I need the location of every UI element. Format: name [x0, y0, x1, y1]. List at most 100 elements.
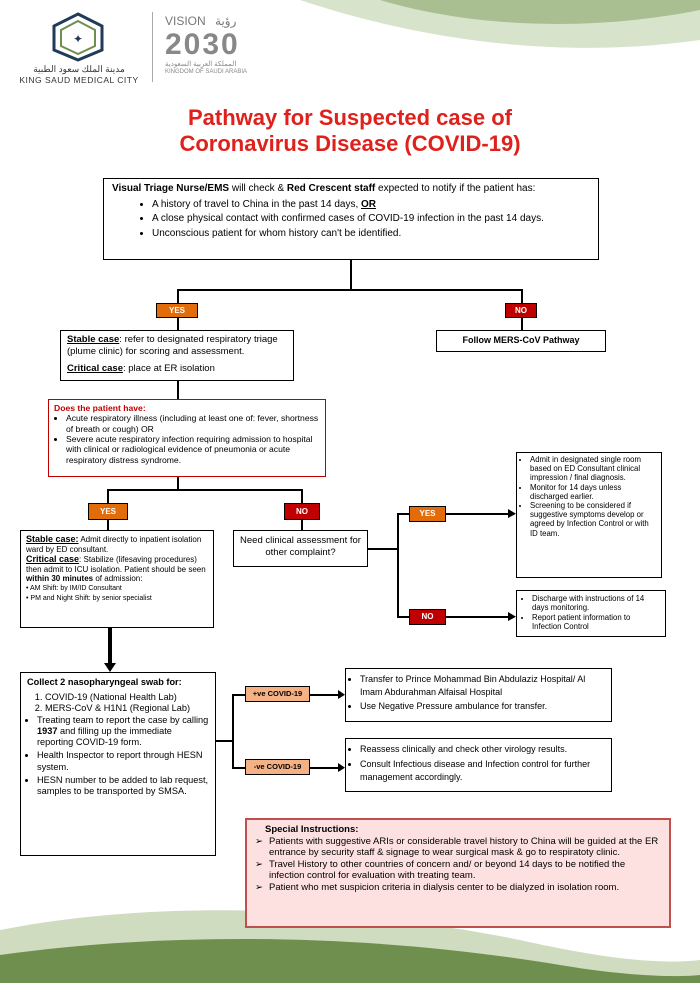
connector — [232, 767, 245, 769]
connector — [107, 489, 109, 503]
critical-text: : place at ER isolation — [122, 362, 215, 374]
connector — [350, 260, 352, 289]
connector — [177, 318, 179, 330]
vision-label: VISION — [165, 14, 206, 28]
admit-list: Admit in designated single room based on… — [520, 455, 658, 538]
question-list: Acute respiratory illness (including at … — [54, 413, 320, 465]
stable-text: : refer to designated respiratory triage… — [67, 334, 278, 357]
stable-case-box-2: Stable case: Admit directly to inpatient… — [20, 530, 214, 628]
no-tag-1: NO — [505, 303, 537, 318]
connector — [301, 520, 303, 530]
title-line1: Pathway for Suspected case of — [188, 105, 512, 130]
title-line2: Coronavirus Disease (COVID-19) — [179, 131, 521, 157]
negative-item: Consult Infectious disease and Infection… — [360, 758, 607, 784]
swab-ordered-list: COVID-19 (National Health Lab) MERS-CoV … — [27, 692, 209, 714]
arrow-bullet-icon: ➢ — [255, 835, 263, 847]
no-tag-2: NO — [284, 503, 320, 520]
arrow-bullet-icon: ➢ — [255, 858, 263, 870]
swab-heading: Collect 2 nasopharyngeal swab for: — [27, 677, 182, 687]
triage-intro-bold2: Red Crescent staff — [286, 183, 376, 194]
negative-list: Reassess clinically and check other viro… — [350, 743, 607, 784]
swab-b1-b: and filling up the immediate reporting C… — [37, 725, 172, 748]
negative-item: Reassess clinically and check other viro… — [360, 743, 607, 756]
discharge-box: Discharge with instructions of 14 days m… — [516, 590, 666, 637]
positive-covid-tag: +ve COVID-19 — [245, 686, 310, 702]
connector — [310, 767, 338, 769]
stable-label: Stable case: — [26, 534, 79, 544]
question-heading: Does the patient have: — [54, 403, 146, 413]
discharge-item: Report patient information to Infection … — [532, 613, 662, 632]
triage-item: Unconscious patient for whom history can… — [152, 228, 590, 241]
special-item: ➢ Travel History to other countries of co… — [255, 859, 661, 882]
connector — [232, 694, 245, 696]
positive-result-box: Transfer to Prince Mohammad Bin Abdulazi… — [345, 668, 612, 722]
swab-b1-number: 1937 — [37, 725, 58, 736]
connector — [177, 477, 179, 489]
vision-arabic: رؤية — [215, 14, 237, 28]
connector — [310, 694, 338, 696]
swab-bullets: Treating team to report the case by call… — [27, 715, 209, 798]
yes-tag-2: YES — [88, 503, 128, 520]
admit-item: Screening to be considered if suggestive… — [530, 501, 658, 538]
mers-pathway-box: Follow MERS-CoV Pathway — [436, 330, 606, 352]
connector — [521, 289, 523, 303]
negative-covid-tag: -ve COVID-19 — [245, 759, 310, 775]
admit-box: Admit in designated single room based on… — [516, 452, 662, 578]
no-tag-3: NO — [409, 609, 446, 625]
triage-intro-end: expected to notify if the patient has: — [375, 183, 536, 194]
pm-shift: • PM and Night Shift: by senior speciali… — [26, 594, 152, 602]
positive-item: Transfer to Prince Mohammad Bin Abdulazi… — [360, 673, 607, 698]
yes-tag-1: YES — [156, 303, 198, 318]
special-item: ➢ Patients with suggestive ARIs or consid… — [255, 836, 661, 859]
stable-text: Admit directly to inpatient isolation wa… — [26, 535, 202, 554]
discharge-list: Discharge with instructions of 14 days m… — [520, 594, 662, 631]
connector — [107, 489, 302, 491]
org-english: KING SAUD MEDICAL CITY — [19, 75, 139, 85]
critical-label: Critical case — [67, 362, 123, 374]
triage-item1-text: A history of travel to China in the past… — [152, 198, 362, 210]
swab-bullet: Treating team to report the case by call… — [37, 715, 209, 749]
connector — [397, 513, 399, 617]
stable-label: Stable case — [67, 334, 120, 345]
clinical-assessment-box: Need clinical assessment for other compl… — [233, 530, 368, 567]
swab-bullet: Health Inspector to report through HESN … — [37, 750, 209, 772]
critical-end: of admission: — [93, 574, 143, 584]
swab-lab-item: COVID-19 (National Health Lab) — [45, 692, 209, 703]
negative-result-box: Reassess clinically and check other viro… — [345, 738, 612, 792]
connector — [232, 694, 234, 768]
yes-tag-3: YES — [409, 506, 446, 522]
triage-item1-or: OR — [361, 198, 377, 210]
special-instructions-box: Special Instructions: ➢ Patients with sug… — [245, 818, 671, 928]
swab-b1-a: Treating team to report the case by call… — [37, 714, 209, 725]
connector — [301, 489, 303, 503]
org-arabic: مدينة الملك سعود الطبية — [33, 64, 125, 74]
pm-shift-text: PM and Night Shift: by senior specialist — [30, 594, 152, 602]
critical-case-2: Critical case: Stabilize (lifesaving pro… — [26, 554, 208, 583]
triage-intro-mid: will check & — [229, 183, 287, 194]
ksmc-logo: ✦ — [48, 12, 108, 62]
vision-year: 2030 — [165, 28, 240, 61]
swab-lab-item: MERS-CoV & H1N1 (Regional Lab) — [45, 703, 209, 714]
am-shift-text: AM Shift: by IM/ID Consultant — [30, 584, 122, 592]
header-divider — [152, 12, 153, 82]
connector — [446, 513, 508, 515]
connector — [177, 381, 179, 399]
triage-box: Visual Triage Nurse/EMS will check & Red… — [103, 178, 599, 260]
special-item-text: Patients with suggestive ARIs or conside… — [269, 835, 659, 859]
am-shift: • AM Shift: by IM/ID Consultant — [26, 584, 122, 592]
question-item: Acute respiratory illness (including at … — [66, 413, 320, 434]
kingdom-arabic: المملكة العربية السعودية — [165, 61, 237, 68]
connector — [397, 616, 409, 618]
svg-text:✦: ✦ — [73, 32, 83, 46]
positive-list: Transfer to Prince Mohammad Bin Abdulazi… — [350, 673, 607, 713]
triage-item: A history of travel to China in the past… — [152, 199, 590, 212]
special-item-text: Travel History to other countries of con… — [269, 858, 626, 882]
connector — [446, 616, 508, 618]
special-heading: Special Instructions: — [265, 824, 359, 835]
question-box: Does the patient have: Acute respiratory… — [48, 399, 326, 477]
discharge-item: Discharge with instructions of 14 days m… — [532, 594, 662, 613]
critical-label: Critical case — [26, 554, 80, 565]
triage-intro: Visual Triage Nurse/EMS will check & Red… — [112, 183, 590, 196]
connector — [216, 740, 232, 742]
